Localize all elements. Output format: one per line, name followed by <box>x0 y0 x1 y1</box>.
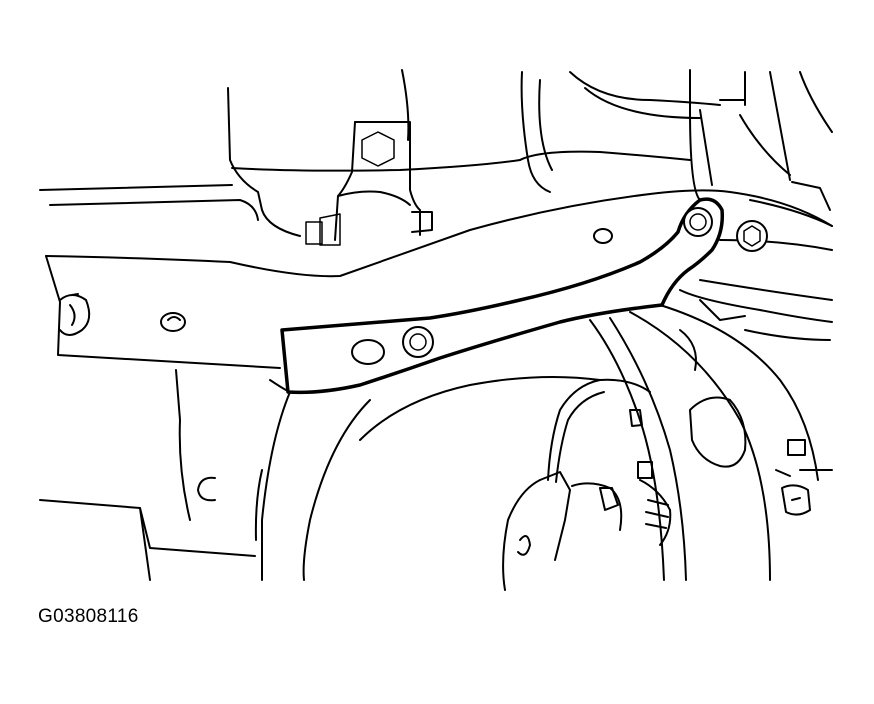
highlighted-brace <box>280 197 725 395</box>
wheel-arch <box>261 299 831 581</box>
lower-body-panel <box>39 369 291 581</box>
upper-body-panel <box>39 69 833 237</box>
figure-code: G03808116 <box>38 606 139 627</box>
sensor-wire <box>547 378 651 483</box>
frame-rail <box>45 189 833 369</box>
suspension-crossmember-illustration <box>39 69 833 591</box>
mount-bracket <box>305 121 433 246</box>
brake-assembly <box>502 409 833 591</box>
